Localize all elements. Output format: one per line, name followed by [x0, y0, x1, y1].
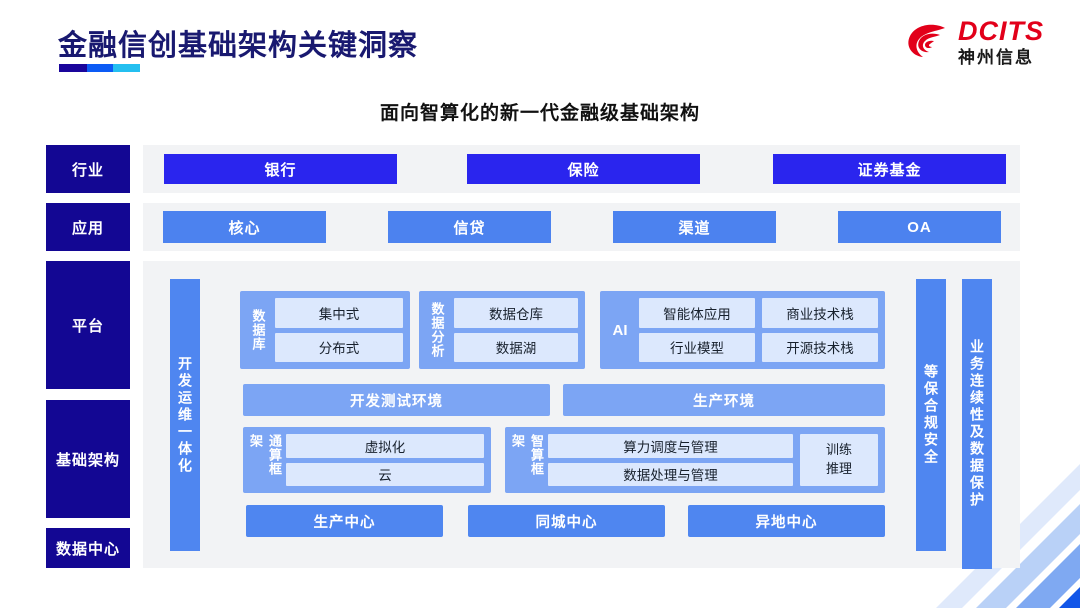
sidebar-item-data-center[interactable]: 数据中心	[46, 528, 130, 568]
application-chip-core[interactable]: 核心	[163, 211, 326, 243]
cell-commercial-tech-stack[interactable]: 商业技术栈	[762, 298, 878, 328]
group-intelligent-compute-framework[interactable]: 智算框架 算力调度与管理 数据处理与管理 训练 推理	[505, 427, 885, 493]
cell-compute-scheduling[interactable]: 算力调度与管理	[548, 434, 793, 458]
page-subtitle: 面向智算化的新一代金融级基础架构	[379, 103, 700, 124]
cell-training-label: 训练	[825, 442, 852, 458]
cell-centralized[interactable]: 集中式	[275, 298, 403, 328]
cell-agent-application[interactable]: 智能体应用	[639, 298, 755, 328]
dcits-swoosh-icon	[904, 19, 950, 65]
group-database[interactable]: 数据库 集中式 分布式	[240, 291, 410, 369]
vertical-bar-business-continuity[interactable]: 业务连续性及数据保护	[962, 279, 992, 569]
industry-row: 银行 保险 证券基金	[143, 145, 1020, 193]
application-chip-channel[interactable]: 渠道	[613, 211, 776, 243]
sidebar-item-platform[interactable]: 平台	[46, 261, 130, 389]
logo-chinese-text: 神州信息	[958, 48, 1034, 67]
group-general-compute-framework[interactable]: 通算框架 虚拟化 云	[243, 427, 491, 493]
brand-logo: DCITS 神州信息	[904, 18, 1044, 66]
application-chip-credit[interactable]: 信贷	[388, 211, 551, 243]
cell-cloud[interactable]: 云	[286, 462, 484, 486]
cell-data-processing[interactable]: 数据处理与管理	[548, 462, 793, 486]
env-bar-dev-test[interactable]: 开发测试环境	[243, 384, 550, 416]
group-ai-label: AI	[612, 321, 628, 339]
vertical-bar-compliance-security[interactable]: 等保合规安全	[916, 279, 946, 551]
application-row: 核心 信贷 渠道 OA	[143, 203, 1020, 251]
dc-bar-metro-center[interactable]: 同城中心	[468, 505, 665, 537]
group-ai[interactable]: AI 智能体应用 商业技术栈 行业模型 开源技术栈	[600, 291, 885, 369]
sidebar-item-industry[interactable]: 行业	[46, 145, 130, 193]
group-intelligent-compute-label: 智算框架	[510, 434, 544, 476]
sidebar-item-application[interactable]: 应用	[46, 203, 130, 251]
logo-english-text: DCITS	[958, 16, 1044, 46]
cell-opensource-tech-stack[interactable]: 开源技术栈	[762, 332, 878, 362]
group-database-label: 数据库	[250, 309, 266, 351]
application-chip-oa[interactable]: OA	[838, 211, 1001, 243]
cell-industry-model[interactable]: 行业模型	[639, 332, 755, 362]
dc-bar-production-center[interactable]: 生产中心	[246, 505, 443, 537]
group-general-compute-label: 通算框架	[248, 434, 282, 476]
vertical-bar-devops[interactable]: 开发运维一体化	[170, 279, 200, 551]
dc-bar-remote-center[interactable]: 异地中心	[688, 505, 885, 537]
title-accent-bar	[59, 64, 140, 72]
sidebar-item-infrastructure[interactable]: 基础架构	[46, 400, 130, 518]
cell-data-warehouse[interactable]: 数据仓库	[454, 298, 578, 328]
cell-training-inference[interactable]: 训练 推理	[800, 434, 878, 486]
page-title: 金融信创基础架构关键洞察	[58, 30, 419, 62]
cell-data-lake[interactable]: 数据湖	[454, 332, 578, 362]
industry-chip-securities-fund[interactable]: 证券基金	[773, 154, 1006, 184]
env-bar-production[interactable]: 生产环境	[563, 384, 885, 416]
cell-virtualization[interactable]: 虚拟化	[286, 434, 484, 458]
group-data-analytics-label: 数据分析	[429, 302, 445, 358]
industry-chip-bank[interactable]: 银行	[164, 154, 397, 184]
cell-inference-label: 推理	[825, 461, 852, 476]
industry-chip-insurance[interactable]: 保险	[467, 154, 700, 184]
group-data-analytics[interactable]: 数据分析 数据仓库 数据湖	[419, 291, 585, 369]
cell-distributed[interactable]: 分布式	[275, 332, 403, 362]
